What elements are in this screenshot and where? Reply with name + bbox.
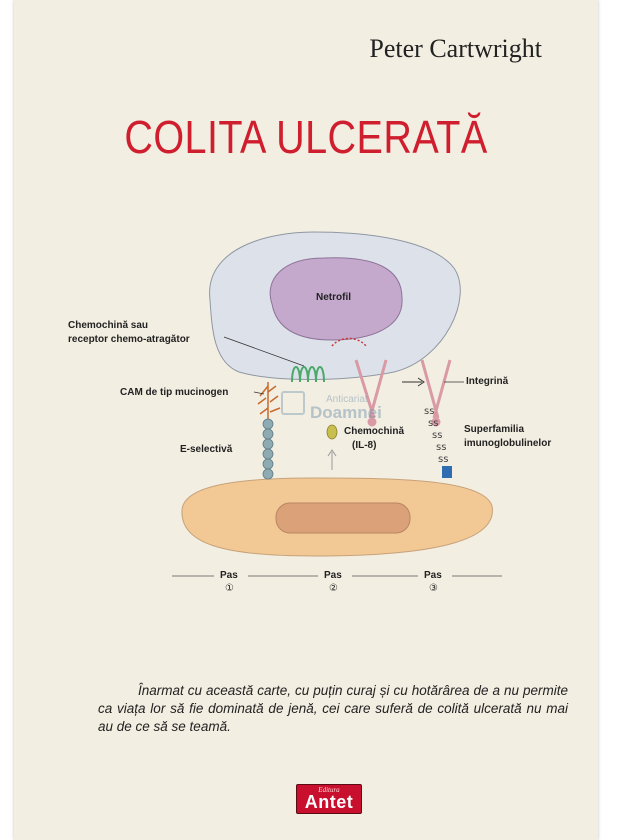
- svg-text:ss: ss: [436, 442, 446, 453]
- chemokine-label-1: Chemochină: [344, 426, 404, 437]
- chemokine-label-2: (IL-8): [352, 440, 376, 451]
- publisher-logo-text: Antet: [304, 792, 354, 812]
- book-title: COLITA ULCERATĂ: [124, 111, 488, 163]
- mucin-cam: [257, 382, 281, 420]
- cam-pointer: [253, 391, 265, 395]
- e-selectin-label: E-selectivă: [180, 444, 233, 455]
- svg-text:ss: ss: [438, 454, 448, 465]
- svg-text:ss: ss: [428, 418, 438, 429]
- nucleus-label: Netrofil: [316, 292, 351, 303]
- svg-text:ss: ss: [424, 406, 434, 417]
- chemokine-il8: [326, 424, 338, 440]
- step-3: Pas ③: [418, 566, 452, 594]
- book-cover: Peter Cartwright COLITA ULCERATĂ Netrofi…: [14, 0, 598, 840]
- integrin-label: Integrină: [466, 376, 509, 387]
- author-name: Peter Cartwright: [369, 34, 542, 63]
- endothelial-nucleus: [275, 502, 411, 534]
- step-2-number: ②: [329, 583, 338, 594]
- e-selectin: [262, 418, 274, 480]
- superfamily-label-2: imunoglobulinelor: [464, 438, 551, 449]
- back-blurb: Înarmat cu această carte, cu puțin curaj…: [98, 683, 568, 734]
- superfamily-label-1: Superfamilia: [464, 424, 524, 435]
- watermark-line1: Anticariat: [326, 394, 368, 405]
- step-2: Pas ②: [318, 566, 352, 594]
- step-1-label: Pas: [220, 570, 238, 581]
- step-3-number: ③: [429, 583, 438, 594]
- cam-label: CAM de tip mucinogen: [120, 387, 228, 398]
- publisher-logo: Editura Antet: [296, 784, 362, 814]
- step-1-number: ①: [225, 583, 234, 594]
- watermark: Anticariat Doamnei: [281, 391, 382, 422]
- watermark-line2: Doamnei: [310, 403, 382, 422]
- chemokine-receptor-label-2: receptor chemo-atragător: [68, 334, 190, 345]
- chemokine-receptor: [291, 366, 325, 383]
- integrin-right: [420, 359, 452, 427]
- step-1: Pas ①: [214, 566, 248, 594]
- chemokine-receptor-label-1: Chemochină sau: [68, 320, 148, 331]
- svg-text:ss: ss: [432, 430, 442, 441]
- publisher-small-text: Editura: [318, 786, 340, 794]
- cell-adhesion-diagram: Netrofil: [68, 231, 551, 594]
- neutrophil-nucleus: [269, 257, 403, 341]
- integrin-left: [354, 359, 388, 427]
- ig-superfamily: ss ss ss ss ss: [424, 406, 452, 478]
- receptor-pointer: [223, 336, 305, 367]
- step-3-label: Pas: [424, 570, 442, 581]
- step-2-label: Pas: [324, 570, 342, 581]
